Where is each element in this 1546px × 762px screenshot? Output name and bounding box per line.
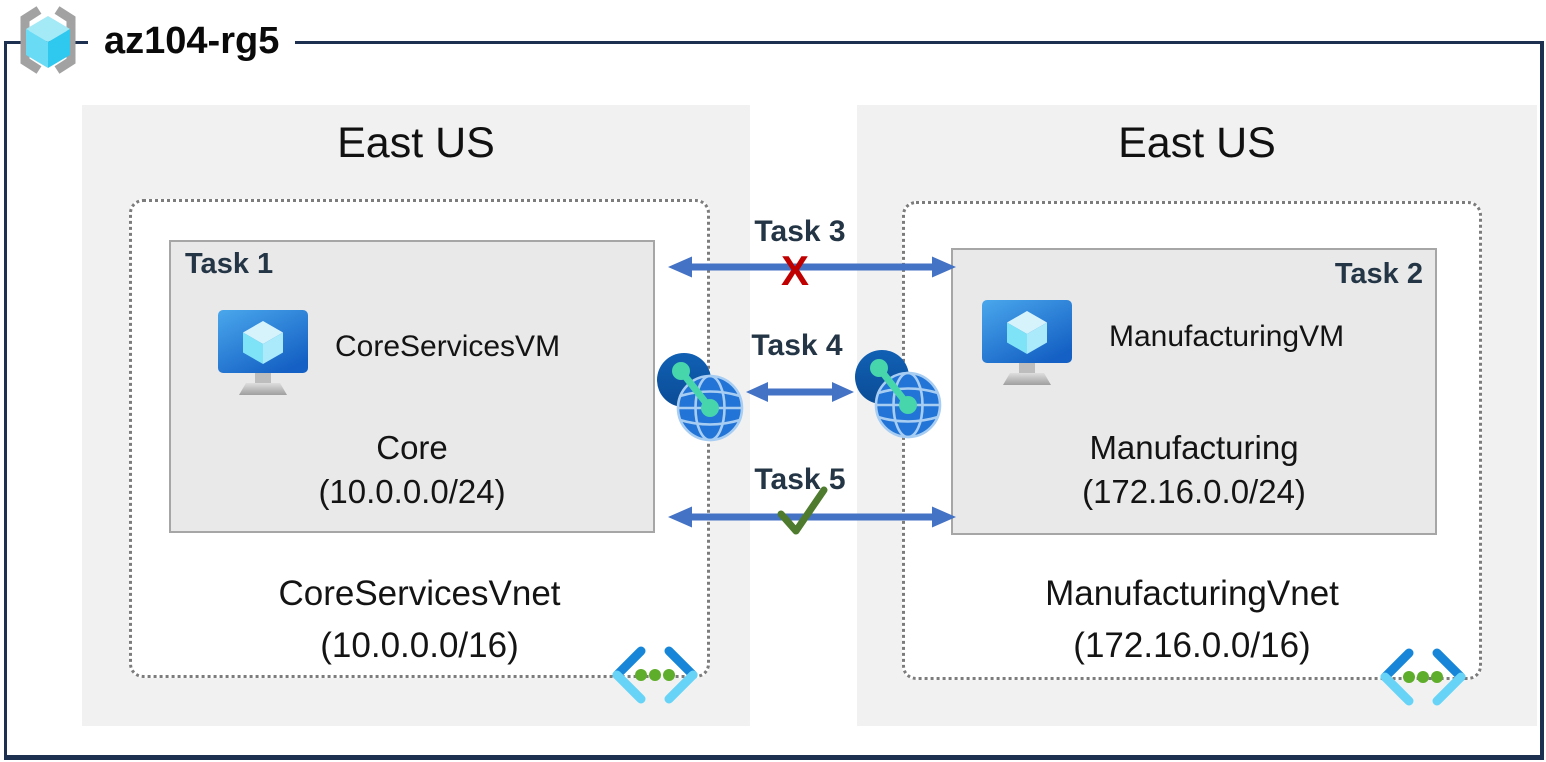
vnet-cidr: (10.0.0.0/16) bbox=[320, 626, 519, 665]
vnet-cidr: (172.16.0.0/16) bbox=[1073, 626, 1311, 665]
vnet-peering-icon bbox=[657, 353, 744, 442]
task5-label: Task 5 bbox=[754, 463, 846, 496]
vnet-peering-icon bbox=[855, 350, 942, 439]
resource-group-icon bbox=[20, 6, 76, 74]
task5-double-arrow bbox=[668, 506, 956, 528]
task3-label: Task 3 bbox=[754, 215, 846, 248]
task2-tag: Task 2 bbox=[1334, 258, 1423, 290]
region-label: East US bbox=[1118, 119, 1276, 167]
region-label: East US bbox=[337, 119, 495, 167]
vnet-label: CoreServicesVnet (10.0.0.0/16) bbox=[132, 568, 707, 672]
subnet-name: Manufacturing bbox=[1089, 429, 1299, 466]
virtual-network-icon bbox=[1380, 648, 1466, 706]
virtual-machine-icon bbox=[218, 310, 308, 395]
vnet-manufacturing: Task 2 ManufacturingVM Manufacturing (17… bbox=[902, 201, 1482, 706]
vnet-name: ManufacturingVnet bbox=[1045, 574, 1339, 613]
blocked-x-icon: X bbox=[781, 247, 810, 294]
checkmark-icon bbox=[777, 486, 828, 535]
subnet-core: Task 1 CoreServicesVM Core (10.0.0.0/24) bbox=[169, 240, 655, 533]
subnet-cidr: (172.16.0.0/24) bbox=[1082, 473, 1306, 510]
virtual-network-icon bbox=[612, 646, 698, 704]
vnet-name: CoreServicesVnet bbox=[278, 574, 561, 613]
vnet-label: ManufacturingVnet (172.16.0.0/16) bbox=[905, 568, 1479, 672]
vm-name: ManufacturingVM bbox=[1109, 320, 1345, 353]
task1-tag: Task 1 bbox=[185, 248, 274, 280]
task3-double-arrow bbox=[668, 256, 956, 278]
resource-group-title: az104-rg5 bbox=[88, 15, 296, 67]
subnet-cidr: (10.0.0.0/24) bbox=[318, 473, 506, 510]
subnet-name: Core bbox=[376, 429, 448, 466]
vnet-coreservices: Task 1 CoreServicesVM Core (10.0.0.0/24)… bbox=[129, 199, 710, 704]
subnet-label: Core (10.0.0.0/24) bbox=[171, 426, 653, 514]
subnet-manufacturing: Task 2 ManufacturingVM Manufacturing (17… bbox=[951, 248, 1437, 535]
virtual-machine-icon bbox=[982, 300, 1072, 385]
subnet-label: Manufacturing (172.16.0.0/24) bbox=[953, 426, 1435, 514]
task4-label: Task 4 bbox=[751, 329, 843, 362]
resource-group-frame bbox=[4, 41, 1544, 760]
vm-name: CoreServicesVM bbox=[335, 330, 561, 363]
task4-double-arrow bbox=[746, 382, 854, 402]
